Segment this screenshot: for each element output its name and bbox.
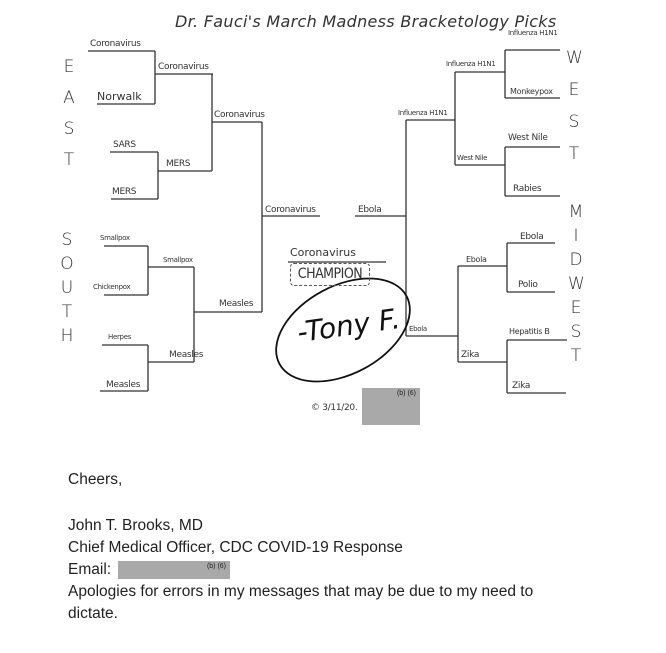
team-label: Coronavirus <box>158 62 209 72</box>
team-label: SARS <box>113 140 136 150</box>
team-label: Zika <box>461 350 480 360</box>
redaction-label: (b) (6) <box>396 390 416 397</box>
signature-circle <box>275 277 411 383</box>
team-label: Chickenpox <box>93 283 131 291</box>
team-label: Measles <box>106 380 141 390</box>
team-label: Influenza H1N1 <box>446 60 496 68</box>
final-four-left: Coronavirus <box>265 205 316 215</box>
team-label: Smallpox <box>100 234 130 242</box>
team-label: Measles <box>219 299 254 309</box>
team-label: Hepatitis B <box>509 327 550 336</box>
champion-pick: Coronavirus <box>290 246 356 259</box>
team-label: Monkeypox <box>510 87 553 96</box>
team-label: Ebola <box>520 232 544 242</box>
sender-title: Chief Medical Officer, CDC COVID-19 Resp… <box>68 539 403 556</box>
midwest-bracket <box>406 242 567 394</box>
bracket-title: Dr. Fauci's March Madness Bracketology P… <box>175 12 557 31</box>
team-label: MERS <box>166 159 191 169</box>
apology-note: Apologies for errors in my messages that… <box>68 583 534 600</box>
final-four-right: Ebola <box>358 205 382 215</box>
region-label-west: WEST <box>566 48 583 164</box>
region-label-east: EAST <box>63 57 75 170</box>
team-label: MERS <box>112 187 137 197</box>
region-label-south: SOUTH <box>60 230 74 346</box>
redaction-label: (b) (6) <box>206 563 226 570</box>
team-label: Measles <box>169 350 204 360</box>
team-label: Ebola <box>409 325 427 333</box>
east-bracket <box>88 50 262 200</box>
team-label: Herpes <box>108 333 132 341</box>
team-label: Norwalk <box>97 90 142 103</box>
team-label: Zika <box>512 381 531 391</box>
email-label: Email: <box>68 561 112 578</box>
team-label: Coronavirus <box>214 110 265 120</box>
region-label-midwest: MIDWEST <box>568 202 585 366</box>
redaction-box: (b) (6) <box>362 388 420 425</box>
champion-label: CHAMPION <box>290 263 370 286</box>
team-label: West Nile <box>457 154 488 162</box>
closing: Cheers, <box>68 471 123 488</box>
team-label: Ebola <box>466 255 487 264</box>
team-label: Coronavirus <box>90 39 141 49</box>
team-label: Smallpox <box>163 256 193 264</box>
west-bracket <box>406 49 560 197</box>
sender-name: John T. Brooks, MD <box>68 517 203 534</box>
team-label: Rabies <box>513 184 542 194</box>
date: © 3/11/20. <box>311 403 358 413</box>
apology-note-continued: dictate. <box>68 605 118 622</box>
team-label: Influenza H1N1 <box>508 29 558 37</box>
team-label: Polio <box>518 280 538 290</box>
email-redaction-box: (b) (6) <box>118 561 230 579</box>
team-label: West Nile <box>508 133 548 143</box>
south-bracket <box>100 245 262 392</box>
team-label: Influenza H1N1 <box>398 109 448 117</box>
